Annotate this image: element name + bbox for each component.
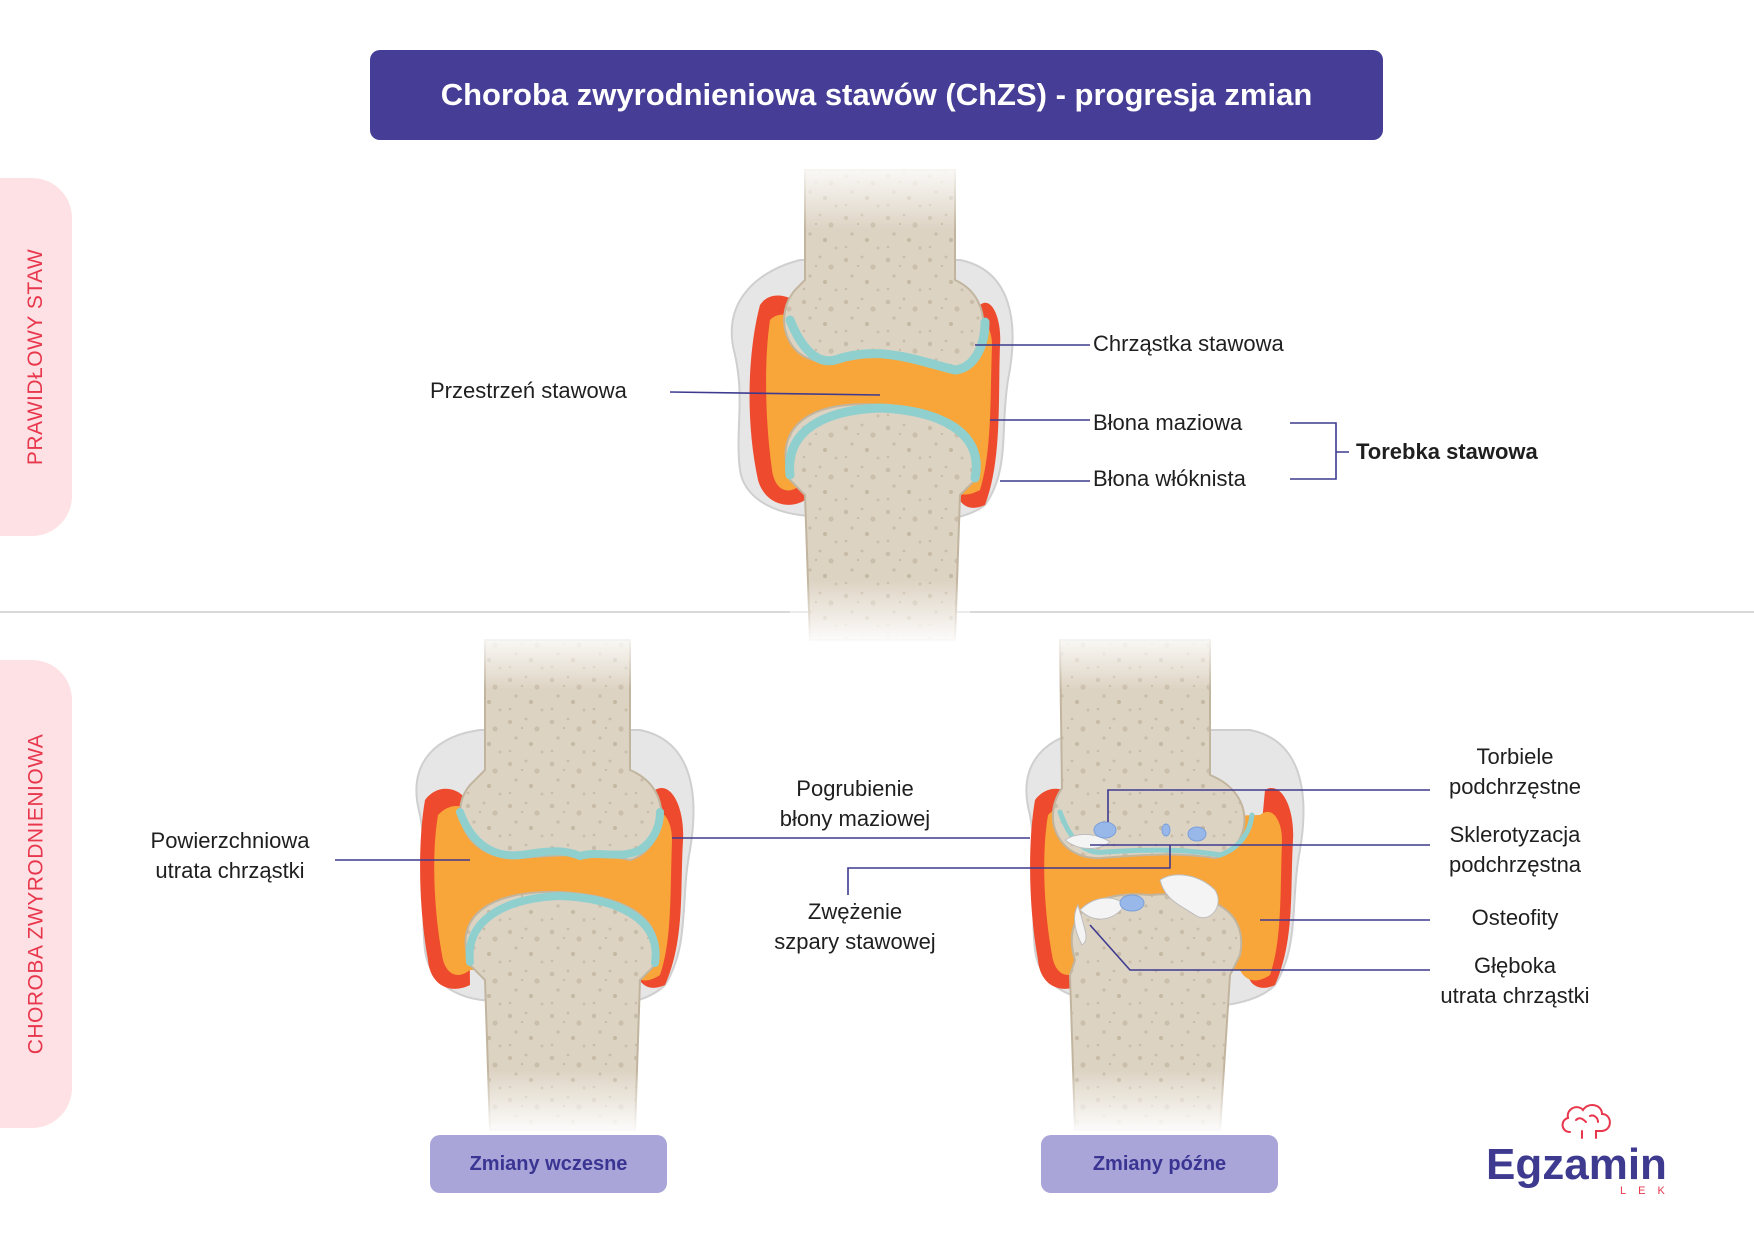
leader-joint-space (669, 391, 881, 396)
leader-cysts (1107, 789, 1430, 822)
osteophyte-fragment (1074, 903, 1087, 946)
side-tab-normal: PRAWIDŁOWY STAW (0, 178, 72, 536)
late-joint (1025, 630, 1305, 1135)
side-tab-disease: CHOROBA ZWYRODNIENIOWA (0, 660, 72, 1128)
upper-bone (1052, 639, 1246, 860)
label-superficial-loss: Powierzchniowa utrata chrząstki (150, 828, 310, 883)
sclerosis-patch (1159, 874, 1219, 918)
page-title: Choroba zwyrodnieniowa stawów (ChZS) - p… (440, 77, 1313, 112)
subchondral-cyst (1187, 826, 1207, 842)
upper-cartilage (785, 315, 990, 375)
leader-narrowing (847, 845, 1171, 895)
stage-early: Zmiany wczesne (430, 1135, 667, 1193)
lower-cartilage (465, 891, 660, 967)
subchondral-cyst (1119, 894, 1145, 912)
label-deep-loss: Głęboka utrata chrząstki (1440, 953, 1590, 1008)
leader-lines (335, 344, 1430, 971)
upper-cartilage-worn (456, 808, 664, 861)
side-label-disease: CHOROBA ZWYRODNIENIOWA (24, 733, 48, 1055)
label-synovial: Błona maziowa (1093, 410, 1243, 435)
stage-late: Zmiany późne (1041, 1135, 1278, 1193)
logo-wordmark: Egzamin (1486, 1140, 1667, 1189)
label-narrowing: Zwężenie szpary stawowej (774, 899, 936, 954)
side-label-normal: PRAWIDŁOWY STAW (24, 248, 47, 466)
brain-icon (1561, 1104, 1611, 1139)
subchondral-cyst (1161, 823, 1171, 837)
label-cartilage: Chrząstka stawowa (1093, 331, 1284, 356)
label-cysts: Torbiele podchrzęstne (1448, 744, 1582, 799)
label-sclerosis: Sklerotyzacja podchrzęstna (1448, 822, 1582, 877)
subchondral-cyst (1093, 821, 1117, 839)
label-capsule: Torebka stawowa (1356, 439, 1538, 464)
logo: Egzamin LEK (1480, 1100, 1690, 1200)
leader-deep-loss (1089, 924, 1430, 971)
label-osteophytes: Osteofity (1471, 905, 1559, 930)
normal-joint (730, 160, 1014, 645)
logo-subtext: LEK (1620, 1185, 1677, 1197)
label-synovial-thickening: Pogrubienie błony maziowej (779, 776, 931, 831)
label-joint-space: Przestrzeń stawowa (430, 378, 627, 403)
early-joint (415, 630, 695, 1135)
title-banner: Choroba zwyrodnieniowa stawów (ChZS) - p… (370, 50, 1383, 140)
lower-cartilage (785, 403, 981, 483)
capsule-bracket (1290, 422, 1349, 480)
label-fibrous: Błona włóknista (1093, 466, 1246, 491)
